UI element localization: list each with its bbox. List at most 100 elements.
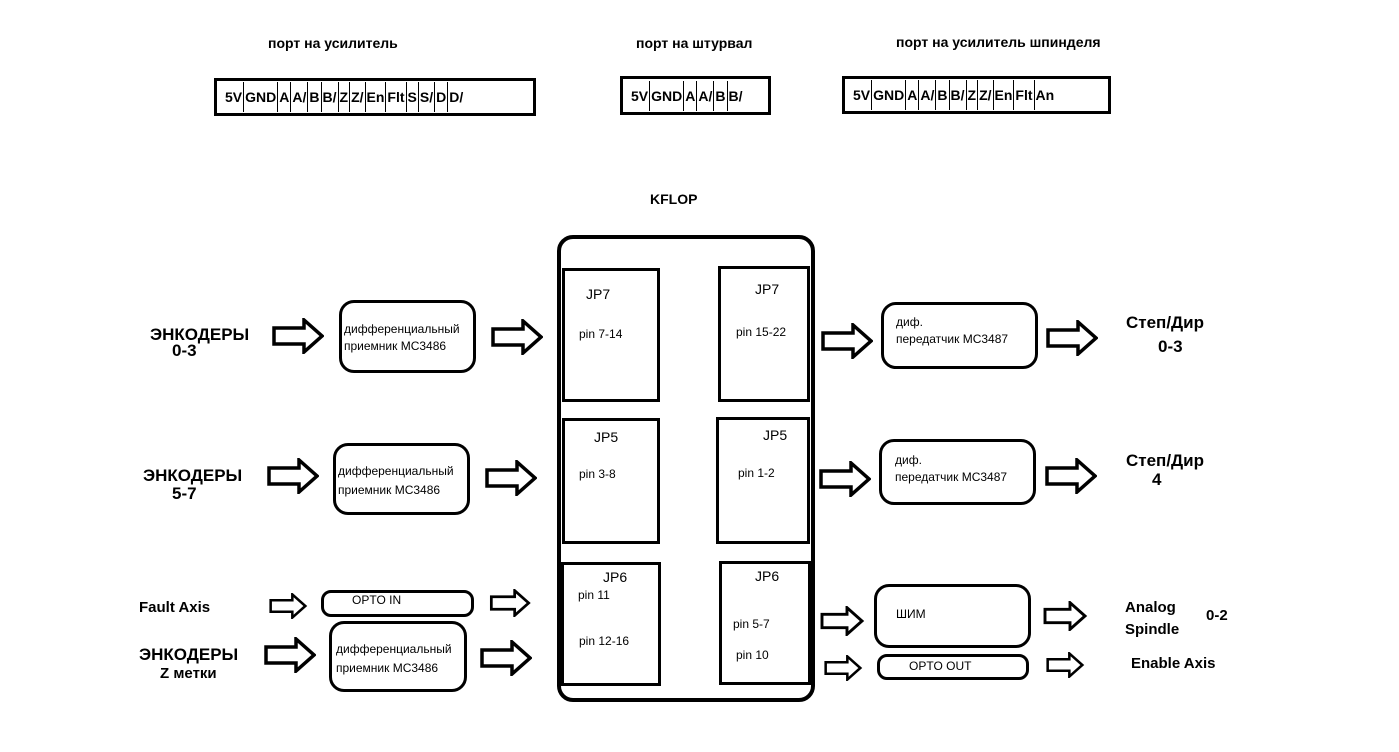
encoders-z-label: ЭНКОДЕРЫ [139,645,239,664]
pin-cell: A/ [291,82,309,112]
encoders-57-range: 5-7 [172,484,197,503]
opto-in-block [321,590,474,617]
opto-out-block [877,654,1029,680]
arrow-right-icon [264,593,312,619]
pin-cell: A [906,80,920,110]
jp5-left-block [562,418,660,544]
kflop-title: KFLOP [650,191,698,207]
jp5-left-label: JP5 [594,429,619,445]
pin-cell: 5V [630,80,651,111]
pin-cell: Flt [386,82,407,112]
step-dir-03-range: 0-3 [1158,337,1183,356]
spindle-port-connector: 5V GND A A/ B B/ Z Z/ En Flt An [842,76,1111,114]
receiver-mc3486-2 [333,443,470,515]
arrow-right-icon [485,589,535,617]
pin-cell: D [435,82,449,112]
analog-label: Analog [1125,599,1176,616]
arrow-right-icon [1040,601,1090,631]
arrow-right-icon [264,637,316,673]
pin-cell: B [714,80,728,111]
transmitter-2-line1: диф. [895,453,922,467]
kflop-board [557,235,815,702]
arrow-right-icon [1040,652,1090,678]
arrow-right-icon [819,461,871,497]
jp5-right-label: JP5 [763,427,788,443]
pin-cell: B/ [950,80,967,110]
jp6-left-pins-a: pin 11 [578,588,610,602]
pin-cell: Z/ [350,82,366,112]
opto-in-label: OPTO IN [352,593,402,607]
arrow-right-icon [480,640,532,676]
jp5-right-pins: pin 1-2 [738,466,775,480]
arrow-right-icon [1045,458,1097,494]
jp5-right-block [716,417,810,544]
opto-out-label: OPTO OUT [909,659,972,673]
transmitter-1-line2: передатчик MC3487 [896,332,1009,346]
analog-range: 0-2 [1206,607,1228,624]
arrow-right-icon [272,318,324,354]
arrow-right-icon [491,319,543,355]
amp-port-connector: 5V GND A A/ B B/ Z Z/ En Flt S S/ D D/ [214,78,536,116]
pin-cell: S [407,82,419,112]
receiver-3-line2: приемник MC3486 [336,661,439,675]
encoders-03-range: 0-3 [172,341,197,360]
amp-port-title: порт на усилитель [268,35,398,51]
transmitter-1-line1: диф. [896,315,923,329]
receiver-2-line1: дифференциальный [338,464,454,478]
jp6-left-pins-b: pin 12-16 [579,634,630,648]
pin-cell: A [278,82,292,112]
pin-cell: A/ [919,80,937,110]
pin-cell: B/ [728,87,743,104]
spindle-port-title: порт на усилитель шпинделя [896,34,1101,50]
pin-cell: Flt [1014,80,1035,110]
spindle-label: Spindle [1125,621,1180,638]
transmitter-mc3487-1 [881,302,1038,369]
arrow-right-icon [818,606,866,636]
receiver-1-line2: приемник MC3486 [344,339,447,353]
pin-cell: Z/ [978,80,994,110]
pin-cell: En [366,82,387,112]
step-dir-03-label: Степ/Дир [1126,313,1204,332]
encoders-z-range: Z метки [160,665,217,682]
jp6-left-label: JP6 [603,569,628,585]
pin-cell: A/ [697,80,715,111]
pin-cell: B [936,80,950,110]
arrow-right-icon [821,323,873,359]
receiver-3-line1: дифференциальный [336,642,452,656]
pin-cell: 5V [852,80,873,110]
transmitter-2-line2: передатчик MC3487 [895,470,1008,484]
jp6-right-pins-b: pin 10 [736,648,769,662]
jp7-left-pins: pin 7-14 [579,327,623,341]
pwm-label: ШИМ [896,607,926,621]
pin-cell: Z [967,80,979,110]
pin-cell: A [684,80,698,111]
transmitter-mc3487-2 [879,439,1036,505]
jp6-left-block [561,562,661,686]
jp7-right-label: JP7 [755,281,780,297]
pin-cell: Z [339,82,351,112]
jp6-right-block [719,561,811,685]
receiver-mc3486-3 [329,621,467,692]
pin-cell: GND [650,80,685,111]
receiver-2-line2: приемник MC3486 [338,483,441,497]
pin-cell: En [994,80,1015,110]
receiver-1-line1: дифференциальный [344,322,460,336]
pin-cell: GND [872,80,907,110]
step-dir-4-label: Степ/Дир [1126,451,1204,470]
jp7-left-label: JP7 [586,286,611,302]
pin-cell: S/ [419,82,436,112]
wheel-port-connector: 5V GND A A/ B B/ [620,76,771,115]
step-dir-4-range: 4 [1152,470,1162,489]
jp7-right-block [718,266,810,402]
pwm-block [874,584,1031,648]
pin-cell: An [1035,87,1055,103]
enable-axis-label: Enable Axis [1131,655,1216,672]
pin-cell: B/ [322,82,339,112]
pin-cell: D/ [449,89,464,105]
arrow-right-icon [485,460,537,496]
arrow-right-icon [1046,320,1098,356]
arrow-right-icon [819,655,867,681]
jp7-left-block [562,268,660,402]
encoders-03-label: ЭНКОДЕРЫ [150,325,250,344]
encoders-57-label: ЭНКОДЕРЫ [143,466,243,485]
